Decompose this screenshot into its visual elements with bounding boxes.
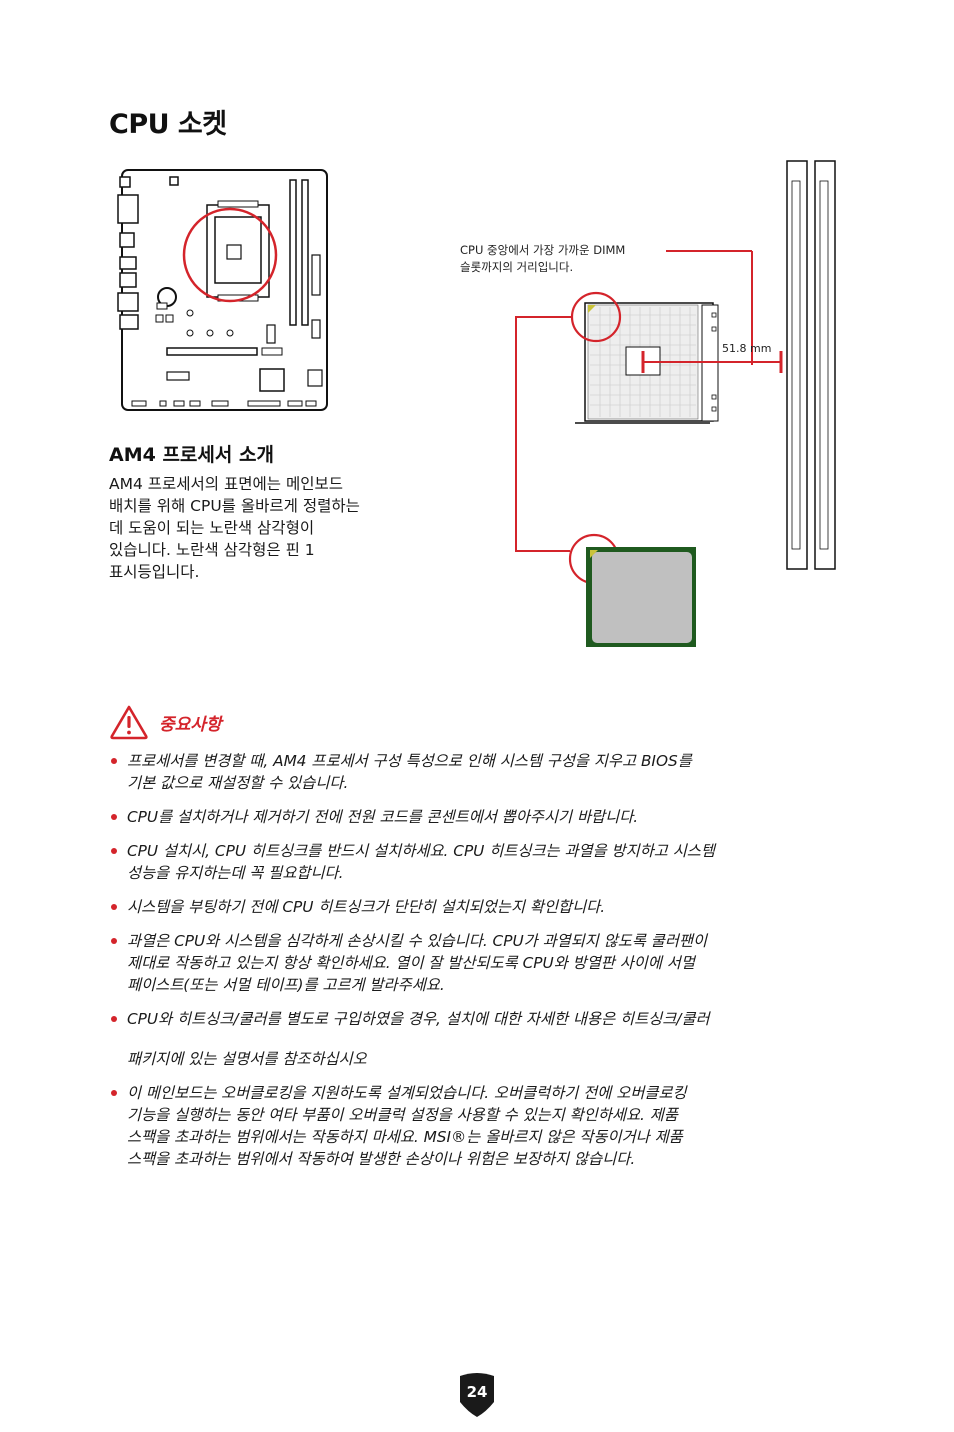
list-item: CPU 설치시, CPU 히트싱크를 반드시 설치하세요. CPU 히트싱크는 … — [109, 840, 889, 884]
list-item: 프로세서를 변경할 때, AM4 프로세서 구성 특성으로 인해 시스템 구성을… — [109, 750, 889, 794]
list-item-line: 과열은 CPU와 시스템을 심각하게 손상시킬 수 있습니다. CPU가 과열되… — [127, 932, 708, 950]
page-number-badge — [460, 1373, 494, 1417]
list-item-line: 페이스트(또는 서멀 테이프)를 고르게 발라주세요. — [127, 976, 445, 994]
list-item: CPU를 설치하거나 제거하기 전에 전원 코드를 콘센트에서 뽑아주시기 바랍… — [109, 806, 889, 828]
list-item-line: 이 메인보드는 오버클로킹을 지원하도록 설계되었습니다. 오버클럭하기 전에 … — [127, 1084, 687, 1102]
bullet-icon — [111, 1016, 117, 1022]
list-item-line: 패키지에 있는 설명서를 참조하십시오 — [127, 1050, 367, 1068]
am4-section-title: AM4 프로세서 소개 — [109, 444, 274, 466]
list-item: 과열은 CPU와 시스템을 심각하게 손상시킬 수 있습니다. CPU가 과열되… — [109, 930, 889, 996]
distance-label: 51.8 mm — [722, 342, 772, 355]
list-item-line: 스팩을 초과하는 범위에서 작동하여 발생한 손상이나 위험은 보장하지 않습니… — [127, 1150, 636, 1168]
important-header: 중요사항 — [109, 704, 889, 740]
list-item: CPU와 히트싱크/쿨러를 별도로 구입하였을 경우, 설치에 대한 자세한 내… — [109, 1008, 889, 1070]
socket-dimm-diagram — [515, 160, 836, 647]
dimm-distance-caption: CPU 중앙에서 가장 가까운 DIMM 슬롯까지의 거리입니다. — [460, 242, 625, 276]
list-item-line: 기본 값으로 재설정할 수 있습니다. — [127, 774, 349, 792]
list-item: 시스템을 부팅하기 전에 CPU 히트싱크가 단단히 설치되었는지 확인합니다. — [109, 896, 889, 918]
list-item-line: CPU 설치시, CPU 히트싱크를 반드시 설치하세요. CPU 히트싱크는 … — [127, 842, 715, 860]
bullet-icon — [111, 938, 117, 944]
list-item-line: 기능을 실행하는 동안 여타 부품이 오버클럭 설정을 사용할 수 있는지 확인… — [127, 1106, 678, 1124]
list-item-line: 스팩을 초과하는 범위에서는 작동하지 마세요. MSI®는 올바르지 않은 작… — [127, 1128, 683, 1146]
caption-line: CPU 중앙에서 가장 가까운 DIMM — [460, 243, 626, 257]
important-title: 중요사항 — [159, 714, 222, 735]
bullet-icon — [111, 904, 117, 910]
bullet-icon — [111, 848, 117, 854]
caption-line: 슬롯까지의 거리입니다. — [460, 260, 574, 274]
important-notice: 중요사항 프로세서를 변경할 때, AM4 프로세서 구성 특성으로 인해 시스… — [109, 704, 889, 1182]
warning-icon — [110, 705, 148, 740]
am4-description-line: 배치를 위해 CPU를 올바르게 정렬하는 — [109, 497, 360, 515]
am4-description-line: 있습니다. 노란색 삼각형은 핀 1 — [109, 541, 315, 559]
page-number: 24 — [466, 1383, 488, 1401]
am4-description-line: 표시등입니다. — [109, 563, 200, 581]
am4-description-line: AM4 프로세서의 표면에는 메인보드 — [109, 475, 344, 493]
bullet-icon — [111, 814, 117, 820]
list-item-line: 프로세서를 변경할 때, AM4 프로세서 구성 특성으로 인해 시스템 구성을… — [127, 752, 692, 770]
important-list: 프로세서를 변경할 때, AM4 프로세서 구성 특성으로 인해 시스템 구성을… — [109, 750, 889, 1170]
am4-description: AM4 프로세서의 표면에는 메인보드 배치를 위해 CPU를 올바르게 정렬하… — [109, 473, 429, 583]
list-item: 이 메인보드는 오버클로킹을 지원하도록 설계되었습니다. 오버클럭하기 전에 … — [109, 1082, 889, 1170]
list-item-line: 제대로 작동하고 있는지 항상 확인하세요. 열이 잘 발산되도록 CPU와 방… — [127, 954, 695, 972]
list-item-line: 성능을 유지하는데 꼭 필요합니다. — [127, 864, 344, 882]
list-item-line: CPU를 설치하거나 제거하기 전에 전원 코드를 콘센트에서 뽑아주시기 바랍… — [127, 808, 639, 826]
am4-description-line: 데 도움이 되는 노란색 삼각형이 — [109, 519, 315, 537]
bullet-icon — [111, 758, 117, 764]
page-title: CPU 소켓 — [109, 109, 227, 140]
am4-cpu-chip — [586, 547, 696, 647]
list-item-line: 시스템을 부팅하기 전에 CPU 히트싱크가 단단히 설치되었는지 확인합니다. — [127, 898, 606, 916]
bullet-icon — [111, 1090, 117, 1096]
list-item-line: CPU와 히트싱크/쿨러를 별도로 구입하였을 경우, 설치에 대한 자세한 내… — [127, 1010, 710, 1028]
motherboard-diagram — [117, 169, 328, 411]
